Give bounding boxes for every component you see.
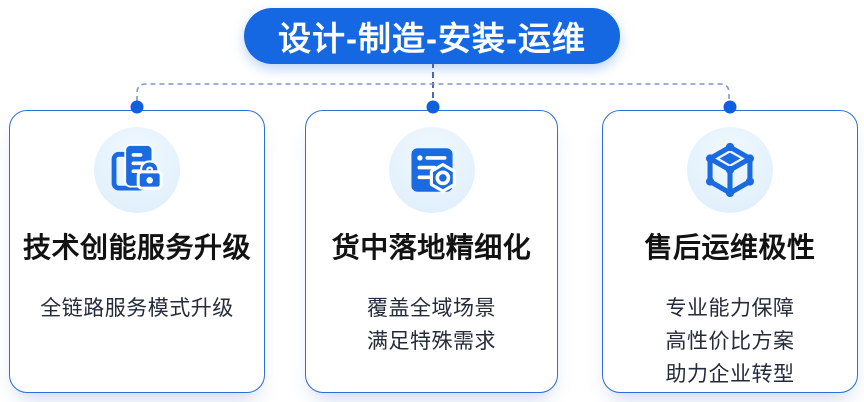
service-card-delivery: 货中落地精细化 覆盖全域场景 满足特殊需求 <box>305 110 558 393</box>
card-title: 售后运维极性 <box>644 232 816 263</box>
icon-circle <box>388 127 475 213</box>
desc-line: 专业能力保障 <box>665 297 795 320</box>
icon-circle <box>687 127 773 213</box>
desc-line: 助力企业转型 <box>665 363 795 386</box>
desc-line: 高性价比方案 <box>665 330 795 353</box>
cube-network-icon <box>705 142 755 198</box>
card-description: 全链路服务模式升级 <box>40 292 234 325</box>
service-card-tech: 技术创能服务升级 全链路服务模式升级 <box>9 110 265 393</box>
header-pill-label: 设计-制造-安装-运维 <box>278 20 586 57</box>
document-gear-icon <box>410 148 456 193</box>
card-description: 专业能力保障 高性价比方案 助力企业转型 <box>666 292 795 391</box>
card-title: 货中落地精细化 <box>331 232 532 263</box>
service-card-aftersales: 售后运维极性 专业能力保障 高性价比方案 助力企业转型 <box>602 110 858 393</box>
desc-line: 满足特殊需求 <box>367 330 496 353</box>
card-title: 技术创能服务升级 <box>22 232 251 263</box>
documents-lock-icon <box>111 144 163 191</box>
header-pill: 设计-制造-安装-运维 <box>244 8 620 64</box>
icon-circle <box>94 127 180 213</box>
card-description: 覆盖全域场景 满足特殊需求 <box>367 292 496 358</box>
desc-line: 全链路服务模式升级 <box>40 297 234 320</box>
desc-line: 覆盖全域场景 <box>367 297 496 320</box>
